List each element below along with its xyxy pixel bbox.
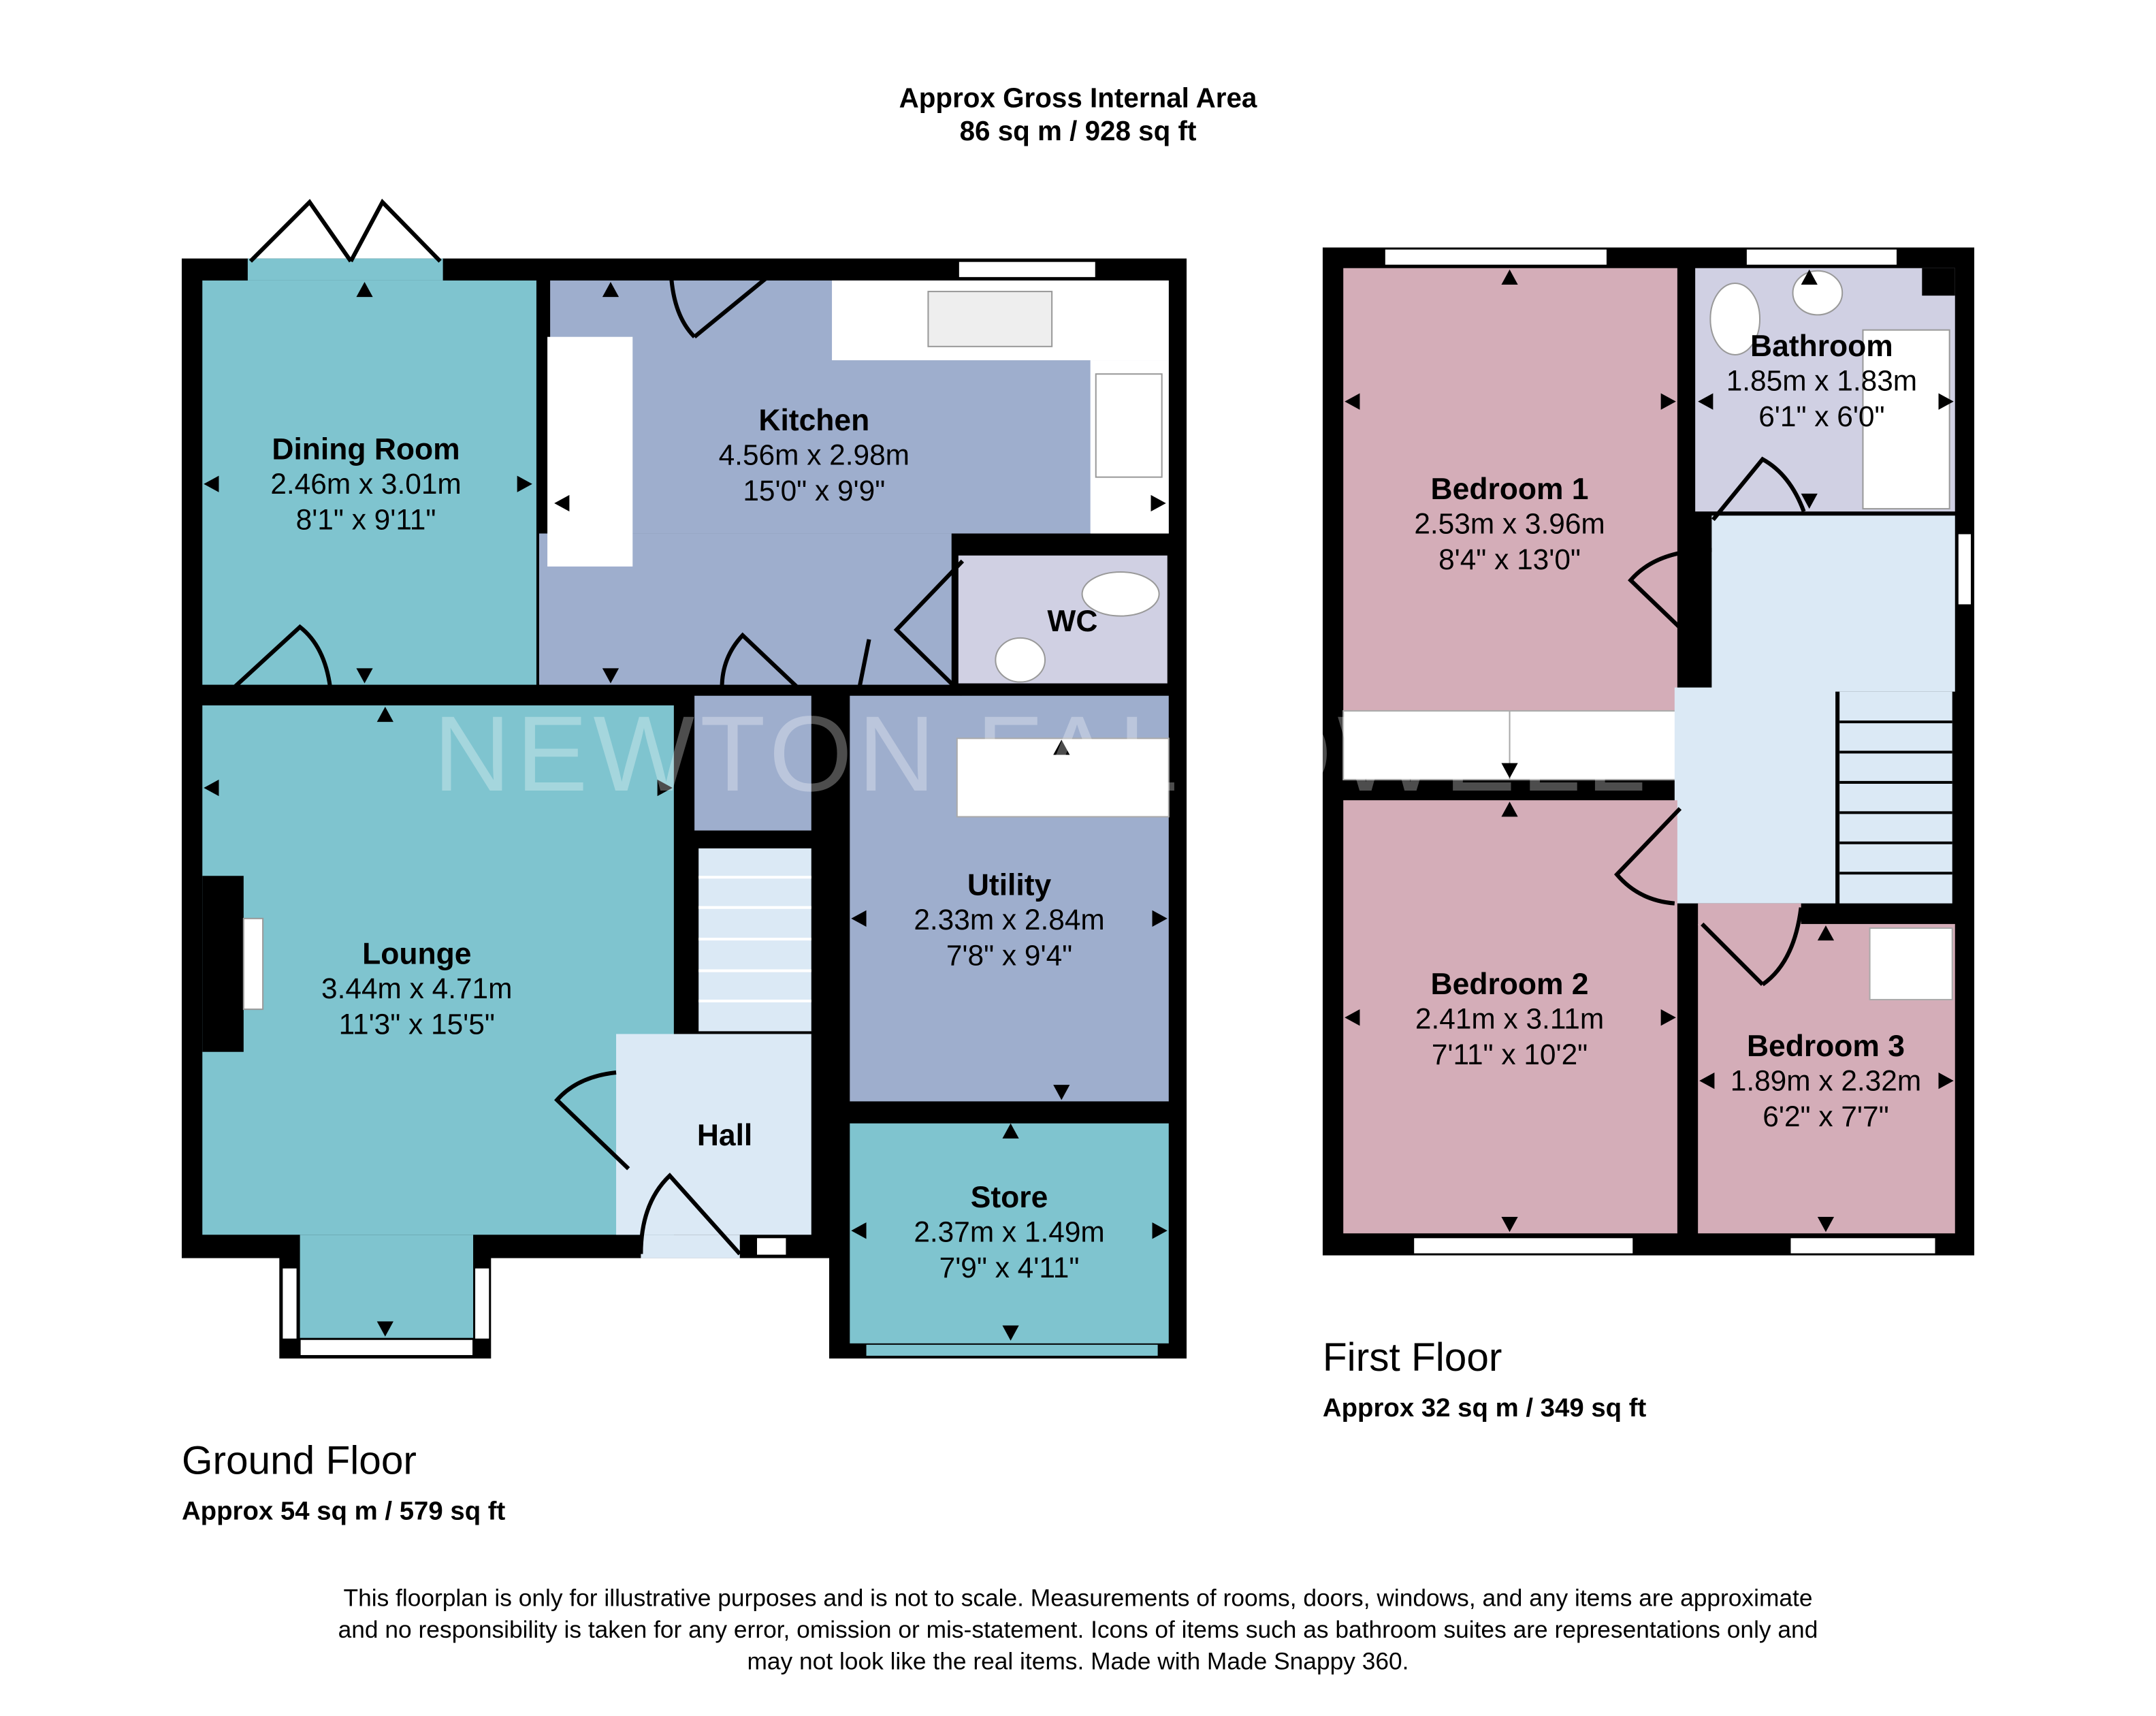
room-bathroom: Bathroom 1.85m x 1.83m 6'1" x 6'0" <box>1726 330 1917 432</box>
room-metric: 2.37m x 1.49m <box>914 1216 1104 1248</box>
watermark-logo: NEWTON FALLOWELL <box>433 694 1651 814</box>
room-dining-room: Dining Room 2.46m x 3.01m 8'1" x 9'11" <box>270 432 461 535</box>
ground-floor-area: Approx 54 sq m / 579 sq ft <box>182 1496 506 1525</box>
room-metric: 4.56m x 2.98m <box>719 439 910 471</box>
room-imperial: 15'0" x 9'9" <box>743 475 885 507</box>
landing-floor-lower <box>1674 687 1836 904</box>
lounge-floor <box>202 705 674 1235</box>
ground-dimension-arrows <box>204 281 1168 1341</box>
disclaimer-line: may not look like the real items. Made w… <box>747 1648 1409 1674</box>
room-name: Hall <box>697 1119 752 1152</box>
basin-icon <box>995 637 1046 683</box>
toilet-icon <box>1081 571 1160 617</box>
ground-floor-plan <box>181 198 1187 1358</box>
room-name: Bedroom 2 <box>1431 968 1589 1001</box>
room-wc: WC <box>1047 605 1097 638</box>
first-floor-area: Approx 32 sq m / 349 sq ft <box>1323 1393 1647 1423</box>
inner-corridor <box>694 695 811 831</box>
room-name: Bathroom <box>1750 330 1893 363</box>
toilet-icon <box>1709 282 1761 355</box>
room-name: Lounge <box>362 937 471 970</box>
room-bedroom-1: Bedroom 1 2.53m x 3.96m 8'4" x 13'0" <box>1414 473 1605 575</box>
room-store: Store 2.37m x 1.49m 7'9" x 4'11" <box>914 1181 1104 1284</box>
room-imperial: 8'4" x 13'0" <box>1438 543 1581 575</box>
kitchen-island <box>547 336 633 567</box>
room-name: Bedroom 1 <box>1431 473 1589 506</box>
dining-room-floor <box>202 280 536 685</box>
landing-floor <box>1711 515 1955 692</box>
basin-icon <box>1792 270 1844 316</box>
room-metric: 1.85m x 1.83m <box>1726 364 1917 396</box>
room-imperial: 6'2" x 7'7" <box>1763 1100 1888 1132</box>
room-name: Bedroom 3 <box>1747 1030 1905 1063</box>
bedroom-3-cupboard <box>1869 927 1953 1000</box>
hearth <box>242 917 264 1011</box>
disclaimer-line: and no responsibility is taken for any e… <box>338 1617 1818 1643</box>
first-floor-plan <box>1322 247 1975 1256</box>
first-windows <box>1383 248 1973 1255</box>
room-metric: 1.89m x 2.32m <box>1731 1064 1921 1096</box>
room-imperial: 7'11" x 10'2" <box>1432 1038 1588 1070</box>
lounge-bay <box>300 1235 474 1338</box>
disclaimer: This floorplan is only for illustrative … <box>338 1585 1818 1674</box>
bedroom-3-recess <box>1698 903 1801 925</box>
disclaimer-line: This floorplan is only for illustrative … <box>344 1585 1813 1611</box>
room-bedroom-3: Bedroom 3 1.89m x 2.32m 6'2" x 7'7" <box>1731 1030 1921 1132</box>
store-floor <box>850 1123 1169 1344</box>
first-stairs <box>1839 691 1952 904</box>
room-metric: 2.53m x 3.96m <box>1414 507 1605 539</box>
fireplace <box>202 876 244 1052</box>
room-lounge: Lounge 3.44m x 4.71m 11'3" x 15'5" <box>321 937 512 1040</box>
first-floor-label: First Floor <box>1323 1335 1502 1380</box>
room-imperial: 11'3" x 15'5" <box>339 1008 495 1040</box>
room-name: Dining Room <box>272 432 460 466</box>
hall-floor <box>616 1034 811 1235</box>
room-imperial: 6'1" x 6'0" <box>1758 400 1884 432</box>
room-bedroom-2: Bedroom 2 2.41m x 3.11m 7'11" x 10'2" <box>1415 968 1604 1070</box>
room-metric: 2.33m x 2.84m <box>914 904 1104 936</box>
room-name: Utility <box>967 869 1052 902</box>
stair-treads <box>698 876 811 1003</box>
first-doors <box>1613 456 1806 987</box>
room-metric: 2.46m x 3.01m <box>270 468 461 500</box>
room-name: Store <box>971 1181 1048 1214</box>
room-metric: 2.41m x 3.11m <box>1415 1002 1604 1034</box>
room-kitchen: Kitchen 4.56m x 2.98m 15'0" x 9'9" <box>719 404 910 507</box>
header-area: 86 sq m / 928 sq ft <box>960 115 1197 146</box>
first-stair-treads <box>1839 720 1952 875</box>
room-metric: 3.44m x 4.71m <box>321 972 512 1004</box>
sink-icon <box>927 291 1053 347</box>
bedroom-1-floor <box>1343 268 1677 711</box>
first-dimension-arrows <box>1345 269 1954 1233</box>
room-imperial: 7'9" x 4'11" <box>939 1252 1080 1284</box>
room-name: WC <box>1047 605 1097 638</box>
bath-icon <box>1862 329 1950 510</box>
room-name: Kitchen <box>758 404 869 437</box>
ground-windows <box>247 258 1158 1356</box>
ground-doors <box>232 198 965 1256</box>
room-imperial: 8'1" x 9'11" <box>296 503 436 535</box>
room-imperial: 7'8" x 9'4" <box>946 939 1072 971</box>
room-hall: Hall <box>697 1119 752 1152</box>
hob-icon <box>1095 373 1163 478</box>
ground-floor-label: Ground Floor <box>182 1439 417 1483</box>
room-utility: Utility 2.33m x 2.84m 7'8" x 9'4" <box>914 869 1104 972</box>
header-title: Approx Gross Internal Area <box>899 82 1257 113</box>
bathroom-nib <box>1922 268 1955 296</box>
